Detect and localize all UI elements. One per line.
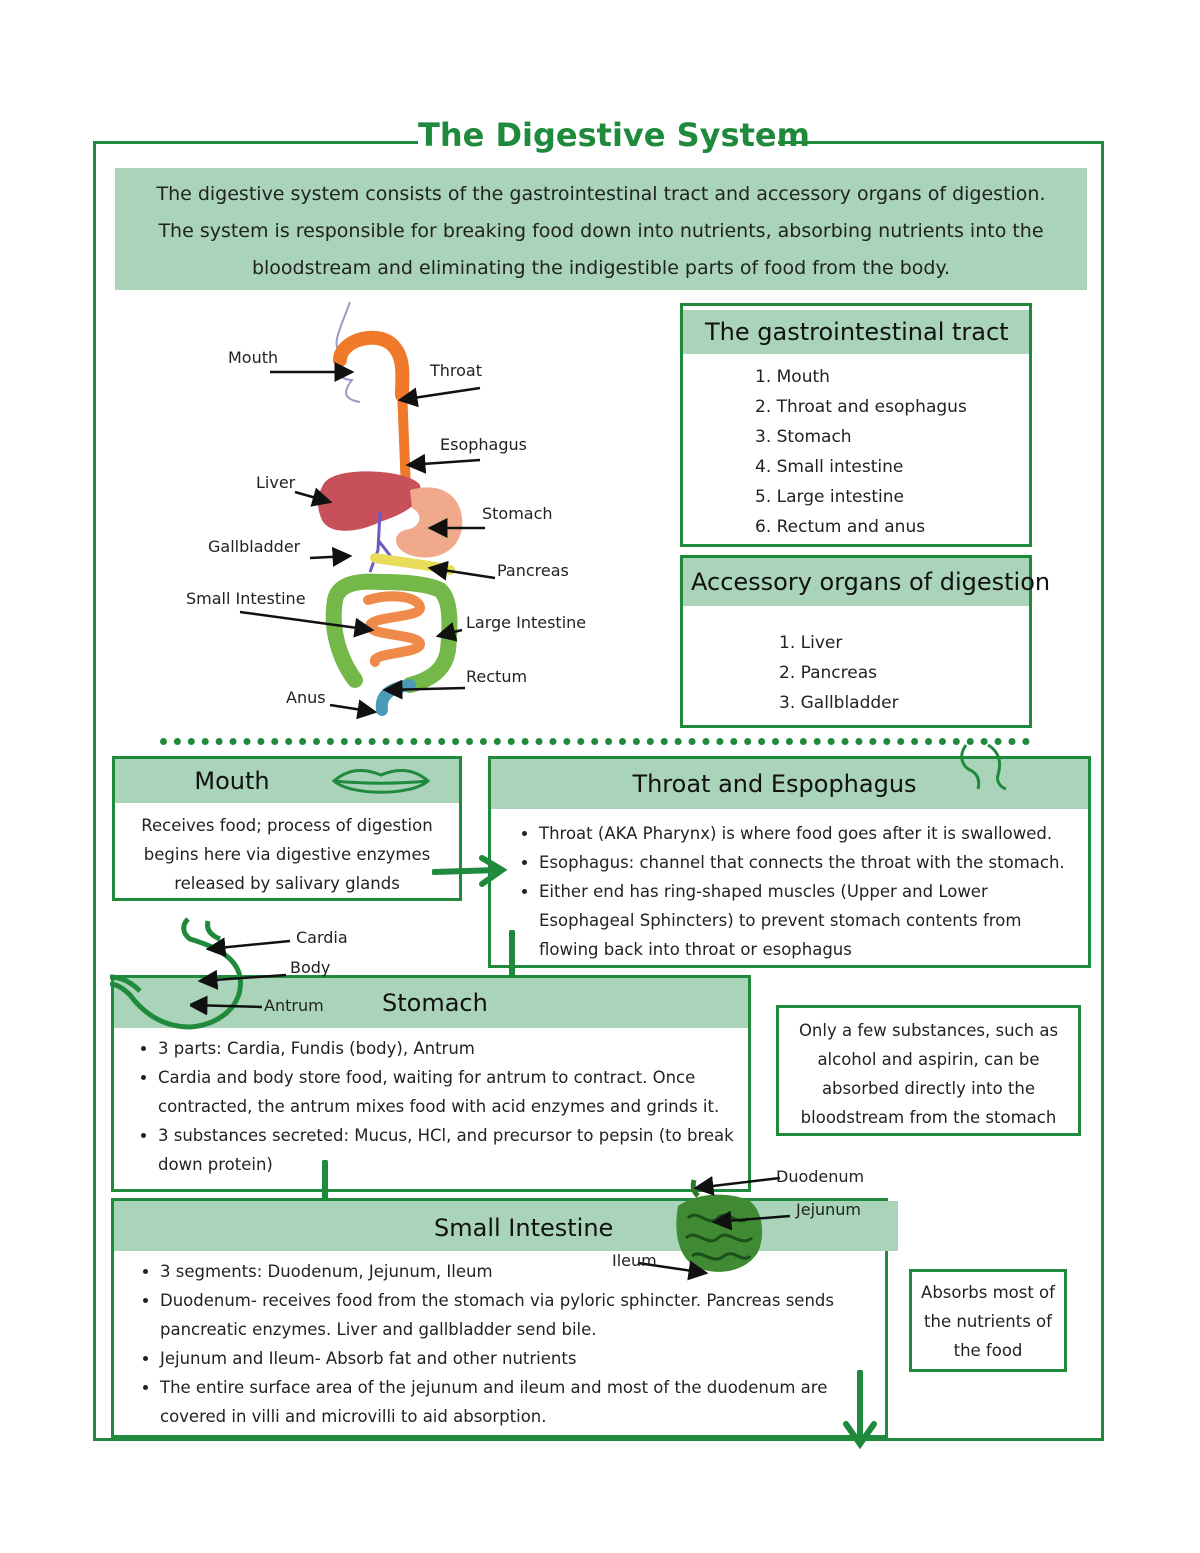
liver-organ — [318, 471, 421, 531]
arrow-mouth-to-throat — [432, 855, 508, 887]
small-intestine-bullet: Duodenum- receives food from the stomach… — [160, 1286, 873, 1344]
gi-tract-item: 6. Rectum and anus — [755, 517, 926, 537]
intestine-pointers — [693, 1176, 790, 1231]
stomach-bullet: 3 substances secreted: Mucus, HCl, and p… — [158, 1121, 736, 1179]
title-bar: The Digestive System — [418, 116, 810, 162]
gi-tract-item: 3. Stomach — [755, 427, 852, 447]
small-intestine-heading: Small Intestine — [434, 1214, 614, 1242]
label-pancreas: Pancreas — [497, 561, 569, 580]
throat-icon — [960, 743, 1007, 791]
stomach-bullet: 3 parts: Cardia, Fundis (body), Antrum — [158, 1034, 736, 1063]
label-jejunum: Jejunum — [796, 1200, 862, 1219]
digestive-diagram — [239, 301, 496, 720]
mouth-organ — [333, 330, 410, 402]
intro-text: The digestive system consists of the gas… — [156, 183, 1046, 279]
accessory-item: 3. Gallbladder — [779, 693, 899, 713]
label-duodenum: Duodenum — [776, 1167, 865, 1186]
small-intestine-bullet: Jejunum and Ileum- Absorb fat and other … — [160, 1344, 873, 1373]
gi-tract-box: The gastrointestinal tract 1. Mouth 2. Th… — [680, 303, 1032, 547]
stomach-heading: Stomach — [382, 989, 488, 1017]
label-body: Body — [290, 958, 331, 977]
label-mouth: Mouth — [228, 348, 279, 367]
small-intestine-bullet: 3 segments: Duodenum, Jejunum, Ileum — [160, 1257, 873, 1286]
mouth-box: Mouth Receives food; process of digestio… — [112, 756, 462, 901]
mouth-header: Mouth — [115, 759, 459, 803]
dotted-divider — [160, 738, 1030, 745]
ileum-pointer — [637, 1260, 709, 1281]
mouth-heading: Mouth — [194, 767, 270, 795]
label-large-intestine: Large Intestine — [466, 613, 587, 632]
gi-tract-item: 5. Large intestine — [755, 487, 904, 507]
small-intestine-organ — [363, 591, 426, 667]
accessory-box: Accessory organs of digestion 1. Liver 2.… — [680, 555, 1050, 728]
arrow-down-next — [843, 1370, 877, 1450]
stomach-note-box: Only a few substances, such as alcohol a… — [776, 1005, 1081, 1136]
throat-header: Throat and Espophagus — [491, 743, 1088, 809]
stomach-bullets: 3 parts: Cardia, Fundis (body), AntrumCa… — [136, 1034, 736, 1179]
stomach-box: Stomach 3 parts: Cardia, Fundis (body), … — [111, 975, 751, 1192]
label-anus: Anus — [286, 688, 326, 707]
stomach-bullet: Cardia and body store food, waiting for … — [158, 1063, 736, 1121]
label-gallbladder: Gallbladder — [208, 537, 301, 556]
accessory-list: 1. Liver 2. Pancreas 3. Gallbladder — [779, 628, 1029, 718]
small-intestine-bullet: The entire surface area of the jejunum a… — [160, 1373, 873, 1431]
accessory-heading: Accessory organs of digestion — [691, 568, 1051, 596]
bile-ducts — [368, 511, 394, 573]
accessory-item: 1. Liver — [779, 633, 843, 653]
gi-tract-heading: The gastrointestinal tract — [705, 318, 1009, 346]
label-throat: Throat — [430, 361, 483, 380]
label-liver: Liver — [256, 473, 296, 492]
label-stomach: Stomach — [482, 504, 553, 523]
large-intestine-organ — [325, 573, 458, 693]
small-intestine-note-box: Absorbs most of the nutrients of the foo… — [909, 1269, 1067, 1372]
label-cardia: Cardia — [296, 928, 348, 947]
gi-tract-item: 4. Small intestine — [755, 457, 904, 477]
label-small-intestine: Small Intestine — [186, 589, 306, 608]
label-esophagus: Esophagus — [440, 435, 527, 454]
gi-tract-item: 2. Throat and esophagus — [755, 397, 967, 417]
small-intestine-note-text: Absorbs most of the nutrients of the foo… — [921, 1283, 1055, 1360]
throat-bullets: Throat (AKA Pharynx) is where food goes … — [517, 819, 1076, 964]
label-antrum: Antrum — [264, 996, 324, 1015]
accessory-item: 2. Pancreas — [779, 663, 877, 683]
small-intestine-header: Small Intestine — [114, 1201, 898, 1251]
throat-bullet: Throat (AKA Pharynx) is where food goes … — [539, 819, 1076, 848]
small-intestine-bullets: 3 segments: Duodenum, Jejunum, IleumDuod… — [138, 1257, 873, 1431]
accessory-header: Accessory organs of digestion — [683, 558, 1050, 606]
lips-icon — [331, 769, 431, 794]
esophagus-organ — [397, 389, 411, 491]
mouth-text: Receives food; process of digestion begi… — [141, 816, 433, 893]
stomach-header: Stomach — [114, 978, 748, 1028]
throat-box: Throat and Espophagus Throat (AKA Pharyn… — [488, 743, 1091, 968]
gi-tract-list: 1. Mouth 2. Throat and esophagus 3. Stomac… — [755, 362, 1029, 542]
stomach-pointers — [190, 937, 291, 1015]
gi-tract-item: 1. Mouth — [755, 367, 830, 387]
throat-bullet: Either end has ring-shaped muscles (Uppe… — [539, 877, 1076, 964]
gi-tract-header: The gastrointestinal tract — [683, 310, 1029, 354]
page-title: The Digestive System — [418, 116, 810, 154]
stomach-note-text: Only a few substances, such as alcohol a… — [798, 1021, 1059, 1127]
throat-bullet: Esophagus: channel that connects the thr… — [539, 848, 1076, 877]
throat-heading: Throat and Espophagus — [632, 770, 917, 798]
label-ileum: Ileum — [612, 1251, 657, 1270]
label-rectum: Rectum — [466, 667, 528, 686]
intro-panel: The digestive system consists of the gas… — [115, 168, 1087, 290]
